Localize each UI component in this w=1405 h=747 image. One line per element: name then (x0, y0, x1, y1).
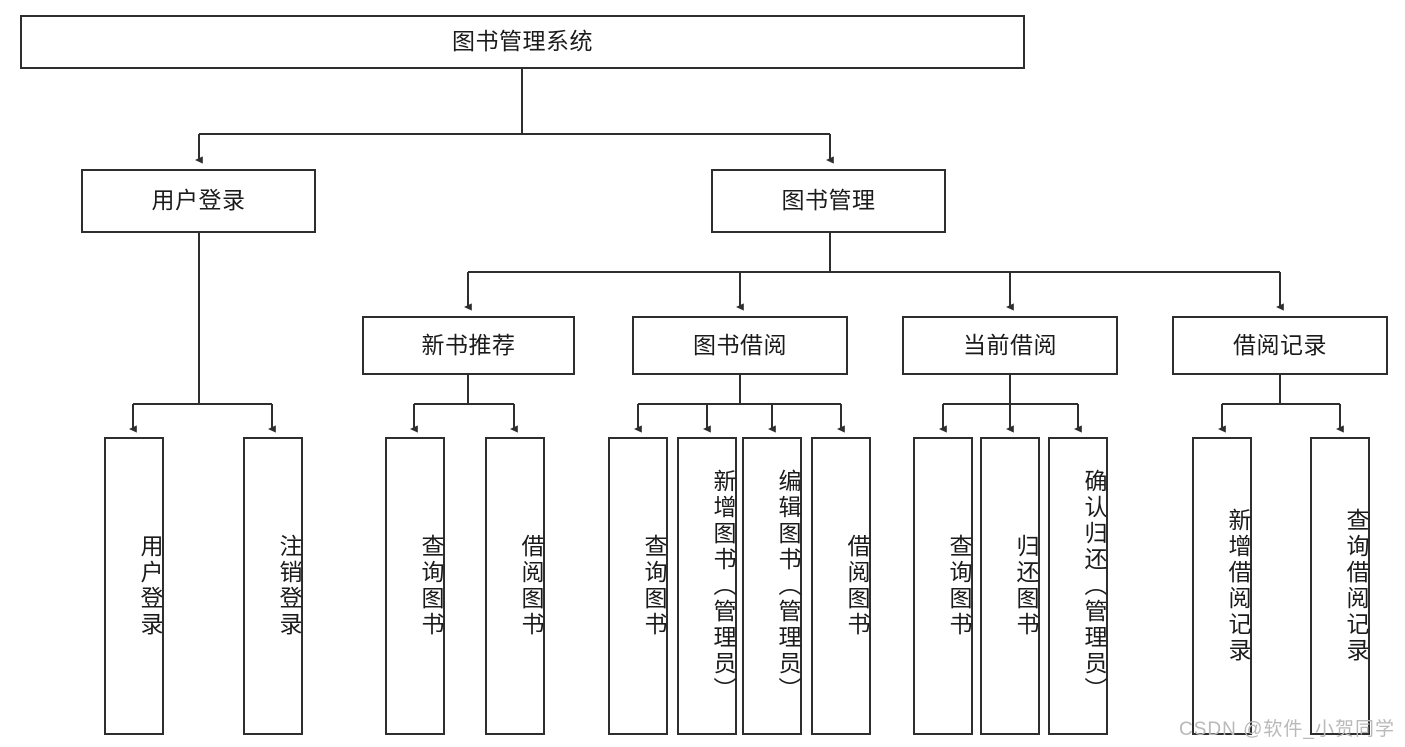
leaf-currentborrow-return-book[interactable]: 归还图书 (980, 437, 1040, 735)
node-label: 查询图书 (641, 534, 667, 638)
node-label: 当前借阅 (963, 331, 1057, 358)
node-label: 新增借阅记录 (1225, 508, 1251, 664)
node-label: 图书借阅 (693, 331, 787, 358)
node-label: 用户登录 (151, 187, 246, 214)
leaf-borrowrecord-query-record[interactable]: 查询借阅记录 (1310, 437, 1370, 735)
leaf-user-login[interactable]: 用户登录 (104, 437, 164, 735)
node-root-book-management-system[interactable]: 图书管理系统 (20, 15, 1025, 69)
node-label: 借阅记录 (1233, 331, 1327, 358)
leaf-bookborrow-add-book-admin[interactable]: 新增图书（管理员） (677, 437, 737, 735)
leaf-currentborrow-confirm-return-admin[interactable]: 确认归还（管理员） (1048, 437, 1108, 735)
node-label: 归还图书 (1013, 534, 1039, 638)
node-label: 图书管理系统 (452, 28, 593, 55)
node-label: 查询图书 (946, 534, 972, 638)
leaf-logout[interactable]: 注销登录 (243, 437, 303, 735)
node-label: 查询借阅记录 (1343, 508, 1369, 664)
node-new-book-recommend[interactable]: 新书推荐 (362, 316, 575, 375)
watermark-text: CSDN @软件_小贺同学 (1179, 719, 1395, 740)
leaf-bookborrow-query-book[interactable]: 查询图书 (608, 437, 668, 735)
node-label: 借阅图书 (844, 534, 870, 638)
node-label: 图书管理 (781, 187, 876, 214)
leaf-bookborrow-borrow-book[interactable]: 借阅图书 (811, 437, 871, 735)
leaf-bookborrow-edit-book-admin[interactable]: 编辑图书（管理员） (742, 437, 802, 735)
node-book-borrow[interactable]: 图书借阅 (632, 316, 848, 375)
node-label: 用户登录 (137, 534, 163, 638)
node-label: 查询图书 (418, 534, 444, 638)
node-borrow-record[interactable]: 借阅记录 (1172, 316, 1388, 375)
leaf-currentborrow-query-book[interactable]: 查询图书 (913, 437, 973, 735)
node-current-borrow[interactable]: 当前借阅 (902, 316, 1118, 375)
node-label: 新书推荐 (421, 331, 516, 358)
leaf-borrowrecord-add-record[interactable]: 新增借阅记录 (1192, 437, 1252, 735)
leaf-newbook-query-book[interactable]: 查询图书 (385, 437, 445, 735)
node-label: 确认归还（管理员） (1081, 469, 1107, 703)
node-label: 编辑图书（管理员） (775, 469, 801, 703)
node-label: 借阅图书 (518, 534, 544, 638)
leaf-newbook-borrow-book[interactable]: 借阅图书 (485, 437, 545, 735)
node-label: 注销登录 (276, 534, 302, 638)
node-label: 新增图书（管理员） (710, 469, 736, 703)
node-book-management[interactable]: 图书管理 (711, 169, 946, 233)
node-user-login[interactable]: 用户登录 (81, 169, 316, 233)
